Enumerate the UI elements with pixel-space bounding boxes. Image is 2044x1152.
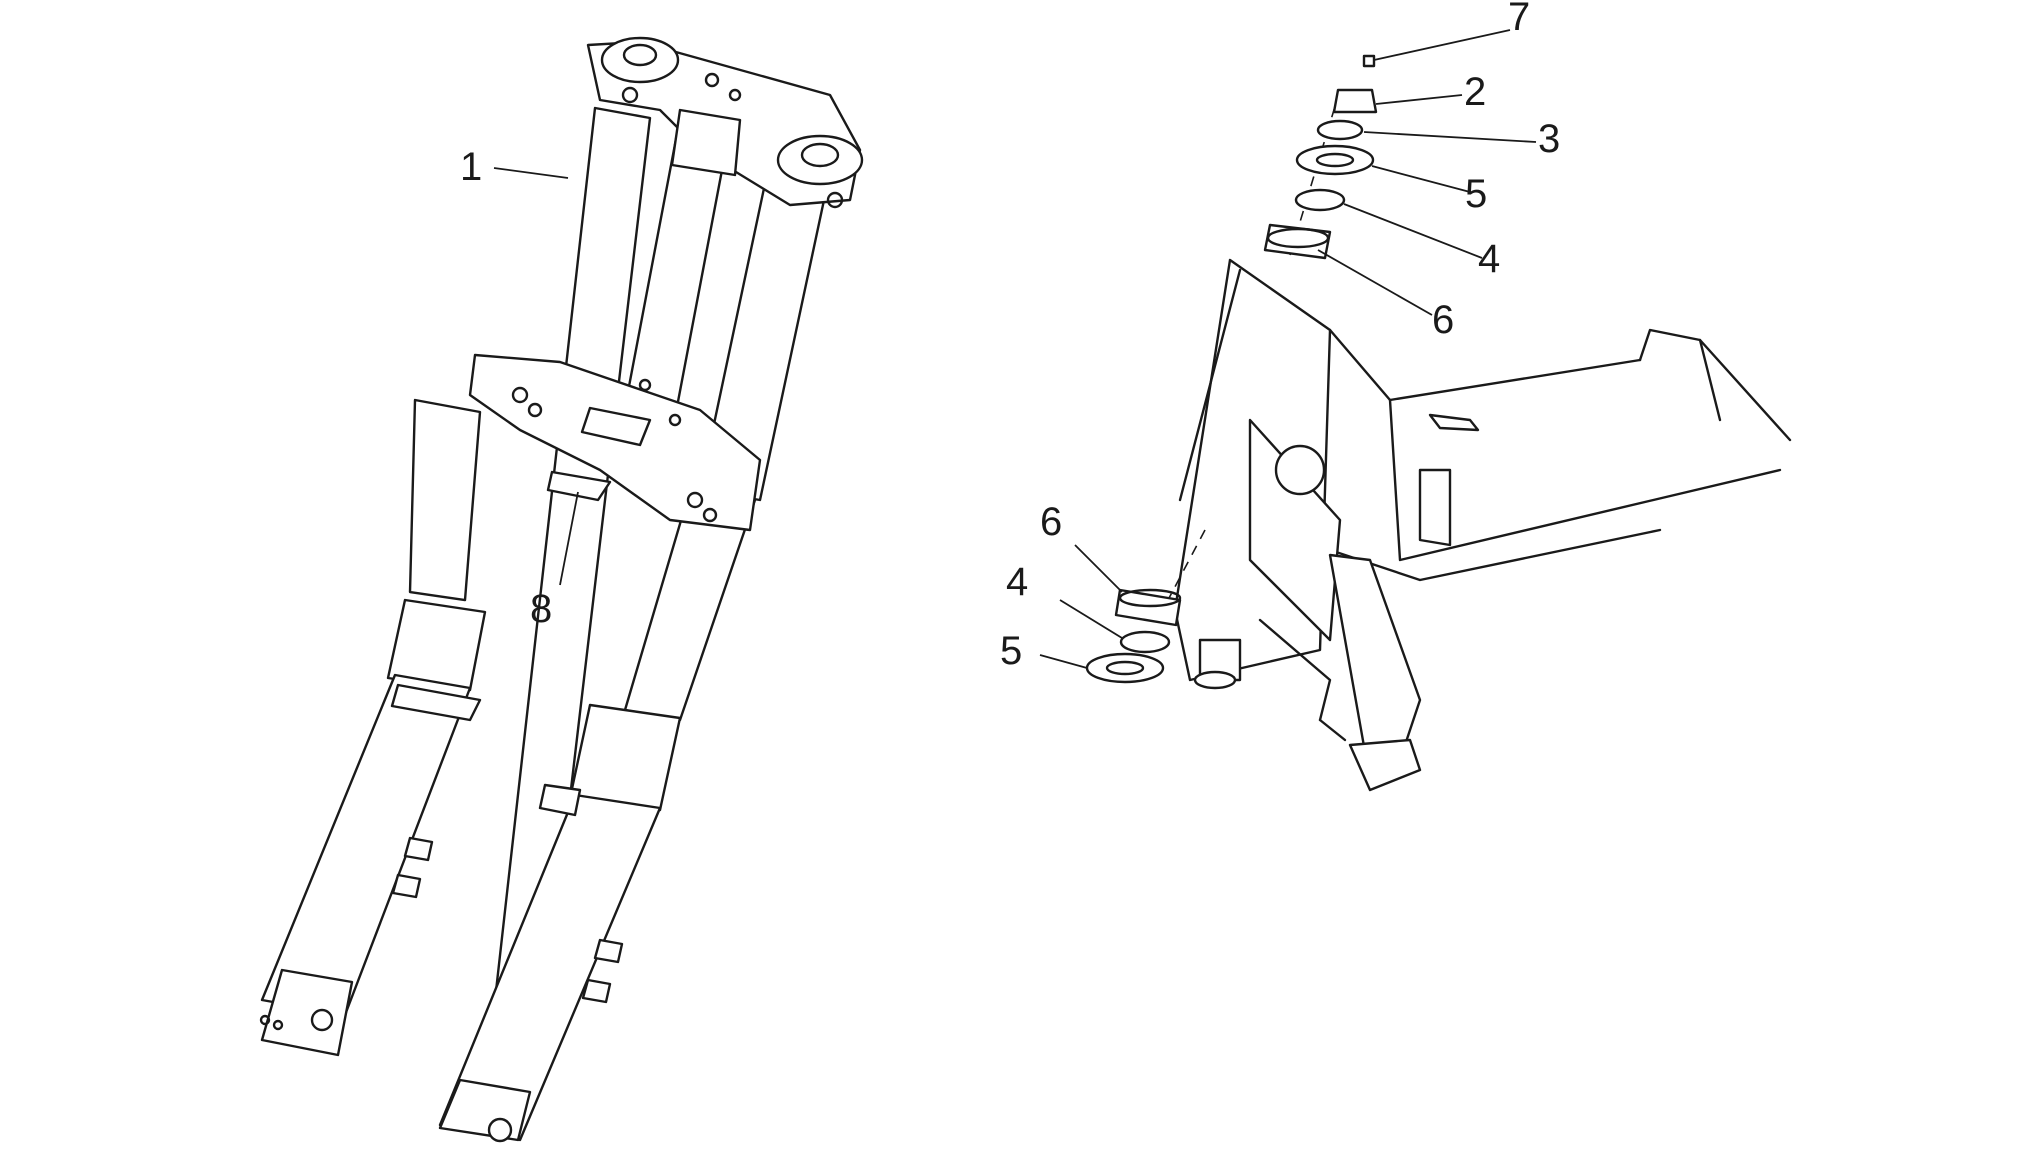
callout-7: 7	[1508, 0, 1530, 39]
lower-steering-stack	[1085, 588, 1182, 684]
top-yoke	[586, 36, 864, 209]
callout-6-lower: 6	[1040, 500, 1062, 544]
callout-6-upper: 6	[1432, 298, 1454, 342]
callout-4-upper: 4	[1478, 237, 1500, 281]
part-5-dust-seal	[1295, 144, 1375, 176]
callout-leaders	[493, 29, 1537, 669]
part-3-washer	[1316, 119, 1364, 141]
left-fork-leg	[259, 106, 652, 1057]
callout-labels: 1 2 3 4 4 5 5 6 6 7 8	[460, 0, 1560, 673]
callout-5-lower: 5	[1000, 629, 1022, 673]
part-6-bearing-lower	[1114, 588, 1182, 627]
callout-3: 3	[1538, 117, 1560, 161]
callout-2: 2	[1464, 70, 1486, 114]
frame-assembly	[1173, 258, 1792, 792]
right-fork-leg	[438, 158, 832, 1143]
part-2-ring-nut	[1332, 88, 1378, 114]
part-8-plate	[546, 470, 612, 502]
callout-5-upper: 5	[1465, 172, 1487, 216]
callout-4-lower: 4	[1006, 560, 1028, 604]
lower-axis-line	[1167, 529, 1206, 601]
part-4-race-lower	[1119, 630, 1171, 654]
part-5-seal-lower	[1085, 652, 1165, 684]
part-7-nut	[1362, 54, 1376, 68]
callout-8: 8	[530, 587, 552, 631]
callout-1: 1	[460, 145, 482, 189]
part-4-race	[1294, 188, 1346, 212]
front-fork-assembly	[259, 36, 864, 1143]
upper-steering-stack	[1263, 54, 1378, 260]
bottom-yoke	[468, 353, 762, 532]
